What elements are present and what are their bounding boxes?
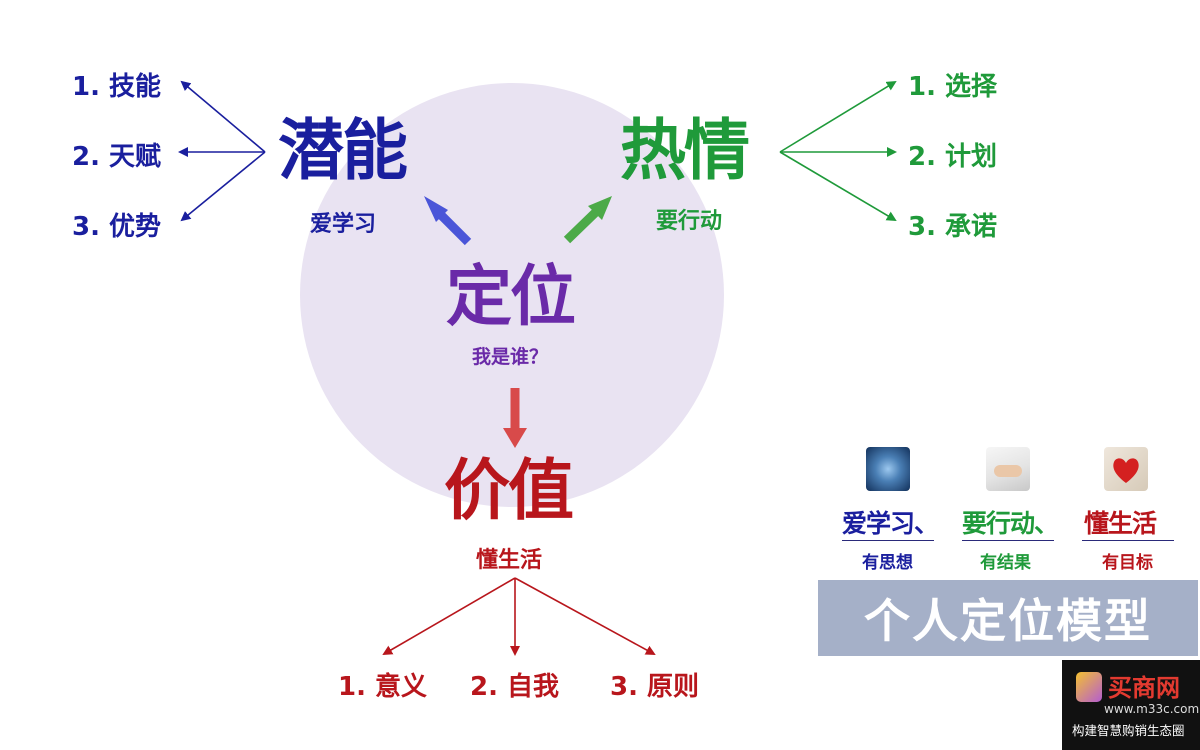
watermark-logo: 买商网 www.m33c.com 构建智慧购销生态圈: [1062, 660, 1200, 750]
value-title: 价值: [444, 452, 574, 529]
passion-item-1: 1. 选择: [908, 72, 998, 102]
card-title-life: 懂生活: [1084, 509, 1157, 538]
shop-bag-icon: [1076, 672, 1102, 702]
passion-subtitle: 要行动: [656, 209, 723, 234]
potential-branches: [178, 80, 266, 222]
value-branches: [382, 577, 656, 656]
passion-branches: [779, 80, 897, 222]
brain-icon: [866, 447, 910, 491]
card-divider-3: [1082, 540, 1174, 541]
potential-item-1: 1. 技能: [72, 72, 162, 102]
value-item-2: 2. 自我: [470, 672, 560, 702]
model-title-banner: 个人定位模型: [818, 580, 1198, 656]
potential-item-2: 2. 天赋: [72, 142, 162, 172]
card-title-learn: 爱学习、: [842, 509, 939, 538]
passion-item-2: 2. 计划: [908, 142, 998, 172]
arrow-center-to-value: [503, 388, 527, 448]
watermark-name: 买商网: [1108, 674, 1180, 702]
potential-title: 潜能: [278, 112, 408, 189]
value-item-3: 3. 原则: [610, 672, 700, 702]
card-divider-1: [842, 540, 934, 541]
passion-item-3: 3. 承诺: [908, 212, 998, 242]
center-title: 定位: [446, 258, 576, 335]
arrow-center-to-passion: [563, 196, 612, 244]
value-item-1: 1. 意义: [338, 672, 428, 702]
potential-subtitle: 爱学习: [310, 212, 377, 237]
hand-keyboard-icon: [986, 447, 1030, 491]
watermark-tagline: 构建智慧购销生态圈: [1072, 723, 1185, 738]
passion-title: 热情: [620, 112, 750, 189]
arrow-center-to-potential: [424, 196, 472, 246]
card-divider-2: [962, 540, 1054, 541]
background-circle: [300, 83, 724, 507]
center-subtitle: 我是谁？: [472, 346, 549, 368]
card-sub-learn: 有思想: [862, 553, 913, 573]
potential-item-3: 3. 优势: [72, 212, 162, 242]
card-sub-life: 有目标: [1102, 553, 1153, 573]
card-sub-act: 有结果: [980, 553, 1031, 573]
value-subtitle: 懂生活: [476, 548, 543, 573]
watermark-url: www.m33c.com: [1104, 702, 1200, 716]
heart-icon: [1104, 447, 1148, 491]
card-title-act: 要行动、: [962, 509, 1059, 538]
